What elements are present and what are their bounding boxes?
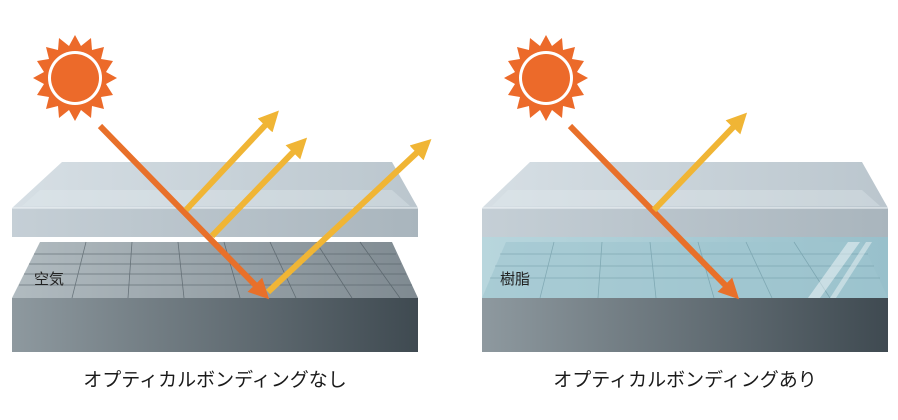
cover-glass: [482, 162, 888, 237]
panel-without-bonding: 空気 オプティカルボンディングなし: [12, 35, 432, 391]
reflected-ray-arrow: [183, 110, 279, 213]
sun-icon: [504, 35, 588, 121]
incident-ray-arrow: [567, 123, 740, 300]
incident-ray-arrow: [97, 123, 270, 300]
display-base: [482, 298, 888, 352]
cover-glass: [12, 162, 418, 237]
medium-label-air: 空気: [34, 270, 64, 288]
reflected-ray-arrow: [651, 112, 748, 213]
medium-label-resin: 樹脂: [500, 270, 530, 288]
reflected-ray-arrow: [265, 139, 432, 295]
caption-with-bonding: オプティカルボンディングあり: [553, 369, 817, 391]
reflected-ray-arrow: [209, 137, 308, 239]
panel-with-bonding: 樹脂 オプティカルボンディングあり: [482, 35, 888, 391]
caption-without-bonding: オプティカルボンディングなし: [83, 369, 347, 391]
display-base: [12, 298, 418, 352]
resin-layer: [482, 237, 888, 299]
sun-icon: [33, 35, 117, 121]
display-grid-surface: [12, 241, 418, 299]
